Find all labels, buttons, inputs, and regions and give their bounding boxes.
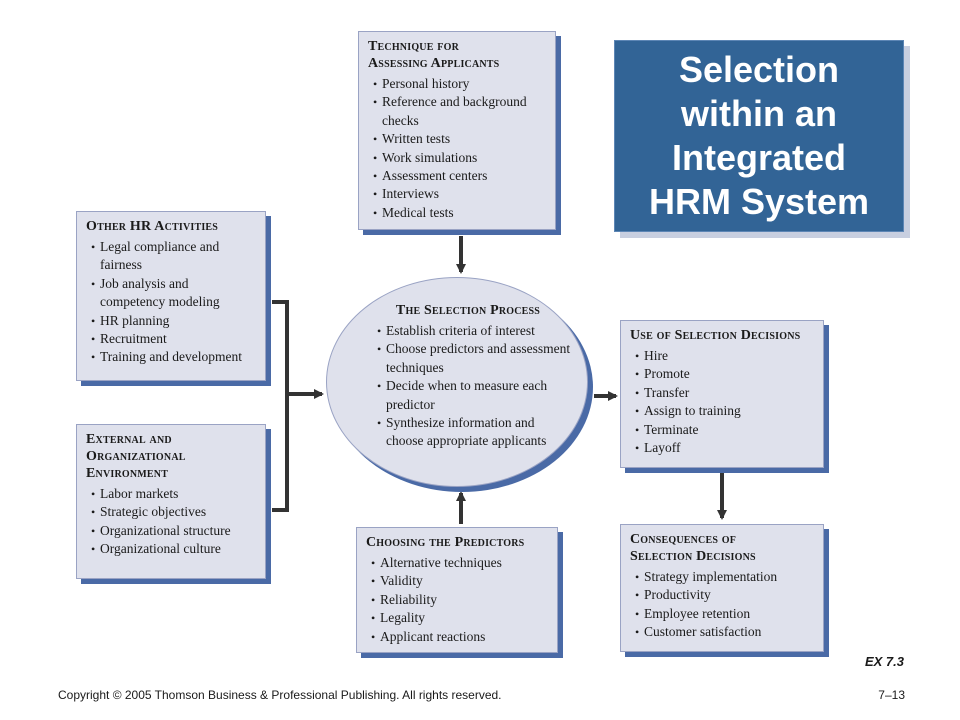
list-item: Synthesize information and choose approp… [372, 414, 572, 451]
list-item: Terminate [630, 421, 815, 439]
list-item: Productivity [630, 586, 815, 604]
list-item: Choose predictors and assessment techniq… [372, 340, 572, 377]
external-box: External and Organizational Environment … [76, 424, 266, 579]
list-item: Customer satisfaction [630, 623, 815, 641]
list-item: Layoff [630, 439, 815, 457]
other-hr-box: Other HR Activities Legal compliance and… [76, 211, 266, 381]
consequences-box: Consequences of Selection Decisions Stra… [620, 524, 824, 652]
page-number: 7–13 [878, 688, 905, 702]
list-item: Training and development [86, 348, 257, 366]
list-item: Organizational culture [86, 540, 257, 558]
external-title: External and Organizational Environment [86, 432, 186, 481]
list-item: Work simulations [368, 149, 547, 167]
technique-list: Personal history Reference and backgroun… [368, 75, 547, 222]
list-item: Organizational structure [86, 522, 257, 540]
list-item: Written tests [368, 130, 547, 148]
other-hr-title: Other HR Activities [86, 219, 219, 234]
list-item: Assign to training [630, 402, 815, 420]
list-item: Recruitment [86, 330, 257, 348]
consequences-title: Consequences of Selection Decisions [630, 532, 756, 564]
slide-title: Selection within an Integrated HRM Syste… [648, 49, 870, 222]
list-item: Hire [630, 347, 815, 365]
selection-process-title: The Selection Process [395, 303, 541, 318]
list-item: Reference and background checks [368, 93, 547, 130]
list-item: HR planning [86, 312, 257, 330]
copyright-text: Copyright © 2005 Thomson Business & Prof… [58, 688, 502, 702]
technique-box: Technique for Assessing Applicants Perso… [358, 31, 556, 230]
list-item: Interviews [368, 185, 547, 203]
list-item: Promote [630, 365, 815, 383]
list-item: Establish criteria of interest [372, 322, 572, 340]
list-item: Employee retention [630, 605, 815, 623]
use-of-decisions-list: Hire Promote Transfer Assign to training… [630, 347, 815, 457]
list-item: Alternative techniques [366, 554, 549, 572]
choosing-predictors-list: Alternative techniques Validity Reliabil… [366, 554, 549, 646]
list-item: Transfer [630, 384, 815, 402]
selection-process-ellipse: The Selection Process Establish criteria… [326, 277, 588, 487]
list-item: Medical tests [368, 204, 547, 222]
list-item: Decide when to measure each predictor [372, 377, 572, 414]
list-item: Applicant reactions [366, 628, 549, 646]
choosing-predictors-title: Choosing the Predictors [366, 535, 525, 550]
list-item: Reliability [366, 591, 549, 609]
external-list: Labor markets Strategic objectives Organ… [86, 485, 257, 559]
footer: Copyright © 2005 Thomson Business & Prof… [58, 688, 905, 702]
list-item: Strategic objectives [86, 503, 257, 521]
other-hr-list: Legal compliance and fairness Job analys… [86, 238, 257, 367]
list-item: Legality [366, 609, 549, 627]
list-item: Strategy implementation [630, 568, 815, 586]
list-item: Labor markets [86, 485, 257, 503]
exhibit-label: EX 7.3 [864, 654, 904, 669]
list-item: Validity [366, 572, 549, 590]
choosing-predictors-box: Choosing the Predictors Alternative tech… [356, 527, 558, 653]
bracket-other-hr [272, 300, 289, 512]
list-item: Legal compliance and fairness [86, 238, 257, 275]
selection-process-list: Establish criteria of interest Choose pr… [372, 322, 572, 451]
technique-title: Technique for Assessing Applicants [368, 39, 500, 71]
slide-title-box: Selection within an Integrated HRM Syste… [614, 40, 904, 232]
list-item: Assessment centers [368, 167, 547, 185]
list-item: Personal history [368, 75, 547, 93]
list-item: Job analysis and competency modeling [86, 275, 257, 312]
use-of-decisions-box: Use of Selection Decisions Hire Promote … [620, 320, 824, 468]
consequences-list: Strategy implementation Productivity Emp… [630, 568, 815, 642]
use-of-decisions-title: Use of Selection Decisions [630, 328, 801, 343]
